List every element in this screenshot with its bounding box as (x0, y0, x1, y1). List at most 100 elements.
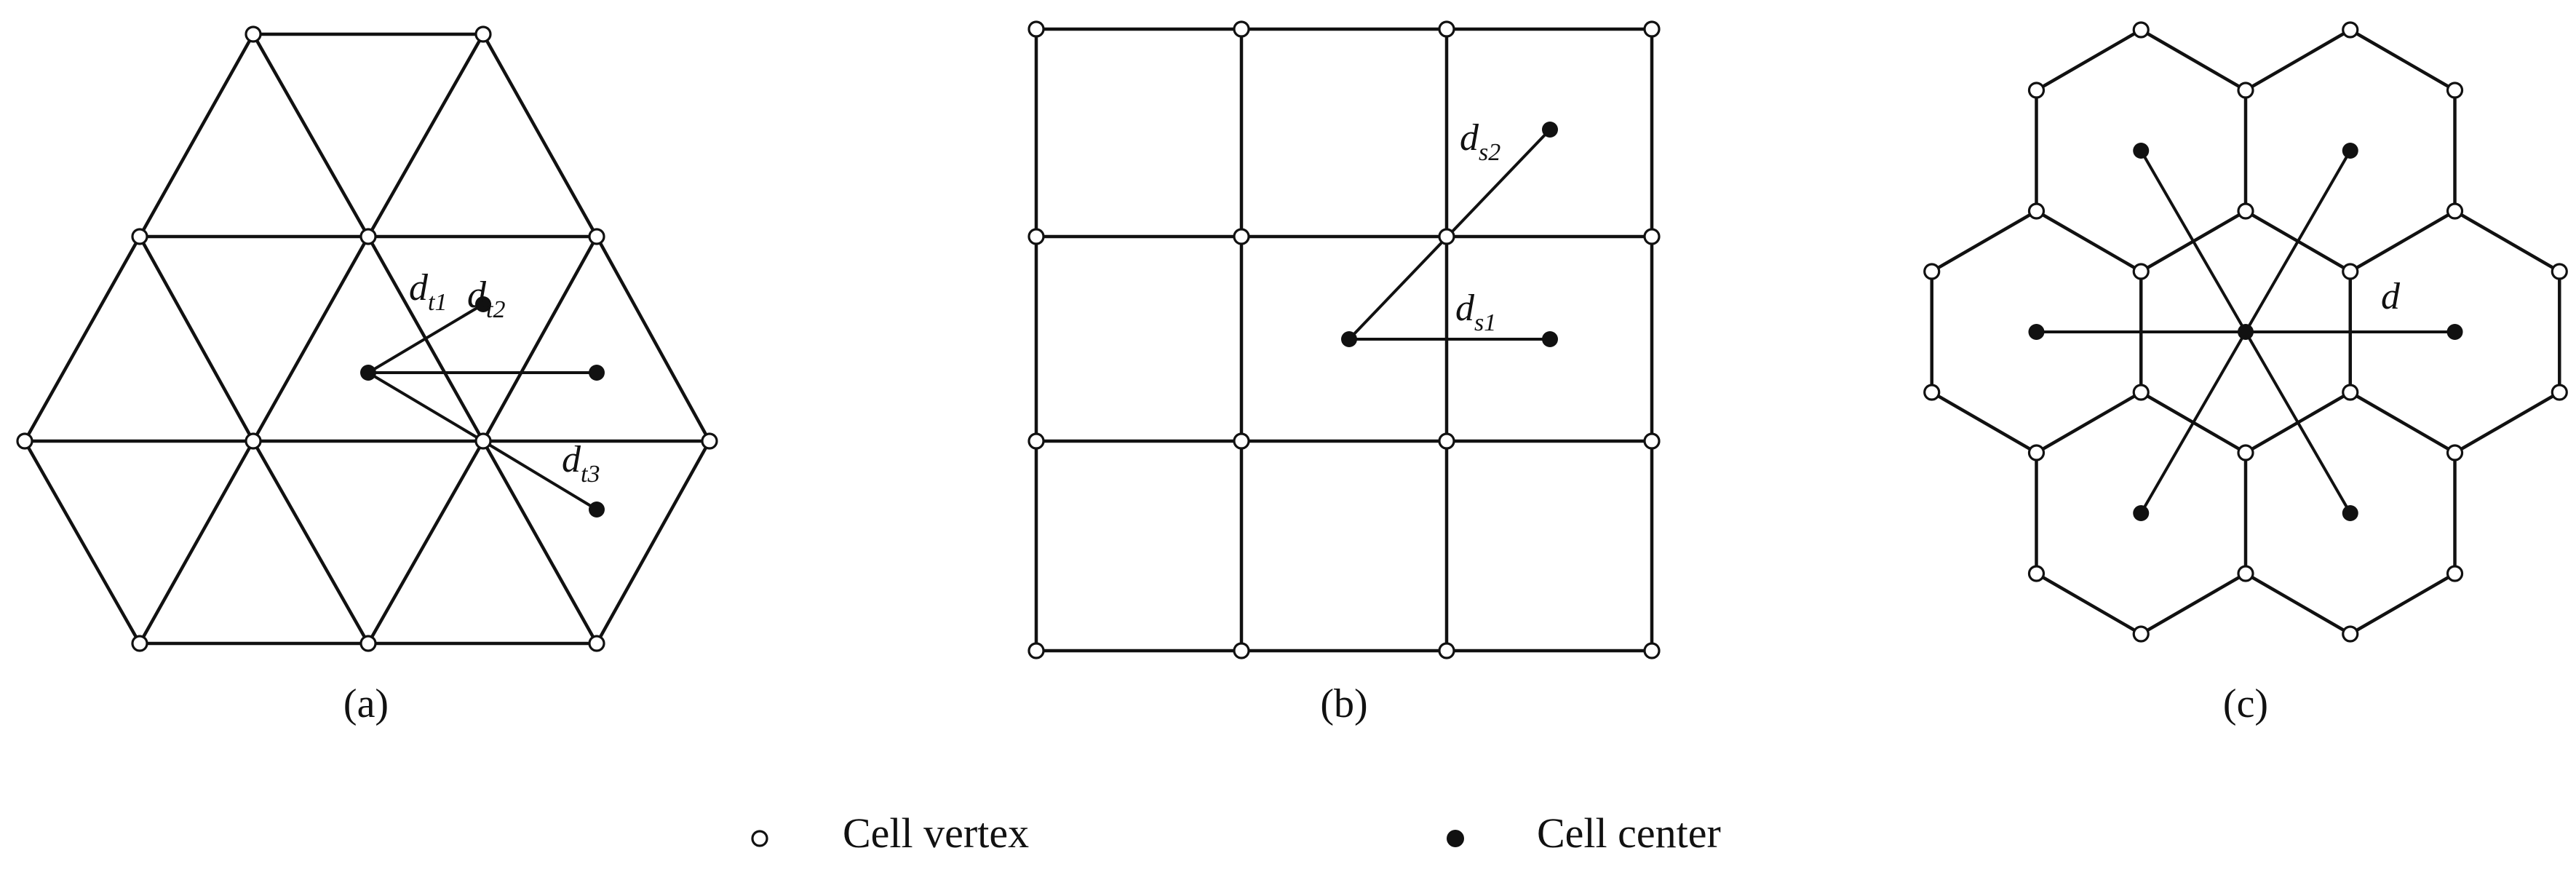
hexagonal-cell-vertex (2446, 565, 2464, 582)
grid-edge (2348, 209, 2457, 274)
square-cell-vertex (1233, 228, 1250, 245)
legend: Cell vertex Cell center (751, 809, 1721, 857)
hexagonal-cell-vertex (2027, 202, 2046, 220)
square-cell-vertex (1438, 432, 1455, 450)
distance-line-d (2244, 330, 2352, 515)
legend-vertex-marker (751, 830, 768, 847)
grid-edge (2348, 390, 2457, 455)
hexagonal-cell-center (2133, 505, 2150, 521)
triangular-cell-vertex (359, 228, 377, 245)
hexagonal-cell-vertex (1923, 263, 1941, 280)
triangular-cell-vertex (359, 635, 377, 652)
hexagonal-cell-vertex (2446, 444, 2464, 461)
grid-edge (481, 32, 599, 239)
panel-b-square-grid: ds2 ds1 (b) (1027, 20, 1661, 726)
panel-a-caption: (a) (343, 681, 389, 726)
square-cell-vertex (1643, 642, 1661, 659)
hexagonal-cell-center (2342, 143, 2358, 159)
distance-line-d (2139, 330, 2247, 515)
distance-label-d: d (2381, 276, 2401, 317)
hexagonal-cell-vertex (2027, 82, 2046, 99)
legend-center-label: Cell center (1537, 809, 1721, 857)
square-cell-vertex (1438, 20, 1455, 38)
hexagonal-cell-center (2133, 143, 2150, 159)
square-cell-vertex (1438, 642, 1455, 659)
distance-label-ds2: ds2 (1460, 117, 1500, 166)
hexagonal-cell-vertex (2132, 263, 2150, 280)
hexagonal-cell-vertex (2237, 82, 2254, 99)
grid-edge (2035, 390, 2143, 455)
panel-c-caption: (c) (2223, 681, 2268, 726)
distance-line-dt1 (367, 303, 485, 374)
grid-edge (138, 439, 255, 646)
triangular-distance-lines (367, 303, 598, 511)
distance-line-dt3 (482, 440, 598, 511)
distance-label-dt1: dt1 (409, 267, 447, 316)
grid-edge (2139, 28, 2248, 92)
grid-edge (481, 234, 599, 443)
triangular-cell-vertex (131, 635, 148, 652)
square-cell-vertex (1643, 228, 1661, 245)
square-cell-vertex (1643, 20, 1661, 38)
triangular-grid-edges (23, 32, 712, 646)
square-cell-vertex (1438, 228, 1455, 245)
hexagonal-cell-vertices (1923, 21, 2568, 643)
triangular-cell-vertex (16, 432, 33, 450)
grid-edge (138, 234, 255, 443)
square-cell-center (1542, 122, 1558, 138)
grid-edge (23, 439, 142, 646)
grid-edge (481, 439, 599, 646)
grid-edge (2453, 390, 2561, 455)
grid-edge (251, 439, 370, 646)
grid-edge (2139, 571, 2248, 636)
hexagonal-cell-vertex (2342, 384, 2359, 401)
distance-label-ds1: ds1 (1455, 288, 1496, 336)
triangular-cell-vertex (701, 432, 718, 450)
grid-edge (251, 234, 370, 443)
square-cell-centers (1341, 122, 1558, 347)
square-cell-vertex (1027, 20, 1045, 38)
square-cell-vertex (1643, 432, 1661, 450)
triangular-cell-vertex (474, 432, 492, 450)
hexagonal-cell-vertex (2342, 263, 2359, 280)
grid-edge (2243, 28, 2353, 92)
hexagonal-cell-centers (2028, 143, 2463, 521)
square-cell-vertices (1027, 20, 1661, 659)
triangular-cell-vertex (245, 432, 262, 450)
square-cell-vertex (1027, 432, 1045, 450)
hexagonal-cell-vertex (2551, 384, 2568, 401)
panel-a-triangular-grid: dt1 dt2 dt3 (a) (16, 25, 718, 726)
grid-edge (1930, 390, 2038, 455)
triangular-cell-centers (360, 296, 605, 518)
distance-line-d (2244, 149, 2352, 333)
hexagonal-cell-vertex (2132, 384, 2150, 401)
grid-edge (2035, 209, 2143, 274)
hexagonal-cell-vertex (2446, 202, 2464, 220)
hexagonal-distance-lines (2035, 149, 2457, 515)
hexagonal-cell-center (2028, 324, 2045, 340)
triangular-cell-vertex (131, 228, 148, 245)
triangular-cell-center (589, 502, 605, 518)
distance-label-dt2: dt2 (467, 274, 505, 323)
grid-edge (23, 234, 142, 443)
hexagonal-cell-vertex (2551, 263, 2568, 280)
distance-line-dt3 (367, 371, 485, 443)
triangular-cell-vertex (474, 25, 492, 43)
hexagonal-cell-vertex (1923, 384, 1941, 401)
square-grid-edges (1034, 27, 1654, 653)
hexagonal-cell-center (2446, 324, 2463, 340)
hexagonal-cell-center (2238, 324, 2254, 340)
grid-edge (1930, 209, 2038, 274)
grid-edge (2243, 571, 2353, 636)
grid-edge (2453, 209, 2561, 274)
square-cell-center (1542, 331, 1558, 347)
hexagonal-cell-vertex (2237, 565, 2254, 582)
square-cell-vertex (1027, 642, 1045, 659)
square-cell-vertex (1233, 432, 1250, 450)
hexagonal-cell-vertex (2132, 21, 2150, 39)
legend-center-marker (1447, 830, 1464, 847)
hexagonal-cell-vertex (2342, 21, 2359, 39)
triangular-cell-center (475, 296, 491, 312)
grid-edge (2035, 28, 2143, 92)
hexagonal-cell-vertex (2027, 444, 2046, 461)
